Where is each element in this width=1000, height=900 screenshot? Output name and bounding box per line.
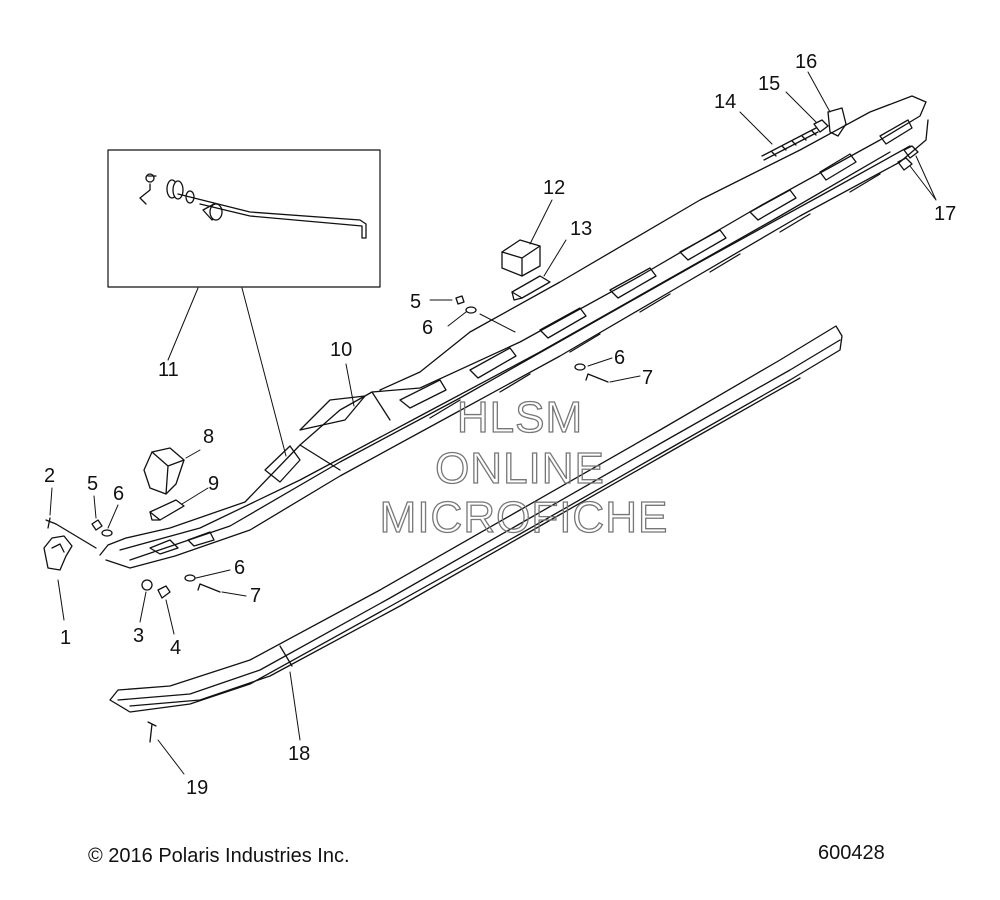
- part-19-screw: [147, 721, 157, 743]
- callout-9: 9: [208, 473, 219, 495]
- callout-4: 4: [170, 637, 181, 659]
- callout-19: 19: [186, 777, 208, 799]
- leader-lines: [49, 71, 937, 775]
- callout-5: 5: [410, 291, 421, 313]
- callout-14: 14: [714, 91, 736, 113]
- part-6-washer-a: [101, 529, 113, 537]
- callout-6: 6: [234, 557, 245, 579]
- watermark-line-1: HLSM: [457, 393, 583, 442]
- inset-detail-box: [107, 149, 381, 288]
- part-1-bumper: [43, 535, 73, 571]
- callout-10: 10: [330, 339, 352, 361]
- part-15-nut: [813, 119, 829, 133]
- callout-8: 8: [203, 426, 214, 448]
- callout-6: 6: [614, 347, 625, 369]
- callout-7: 7: [250, 585, 261, 607]
- part-6-washer-d: [574, 363, 586, 371]
- callout-15: 15: [758, 73, 780, 95]
- callout-5: 5: [87, 473, 98, 495]
- part-5-nut-rear: [455, 295, 465, 305]
- callout-3: 3: [133, 625, 144, 647]
- callout-13: 13: [570, 218, 592, 240]
- part-3-washer: [141, 579, 153, 591]
- part-7-bolt-front: [197, 583, 221, 593]
- part-2-bolt: [45, 517, 97, 549]
- part-6-washer-b: [184, 574, 196, 582]
- part-4-nut: [157, 585, 171, 599]
- copyright-notice: © 2016 Polaris Industries Inc.: [88, 845, 350, 867]
- callout-11: 11: [158, 359, 179, 381]
- part-17-hardware: [897, 145, 919, 171]
- part-16-bracket: [827, 107, 847, 137]
- callout-1: 1: [60, 627, 71, 649]
- part-8-block: [143, 447, 185, 495]
- slide-rail: [109, 325, 843, 713]
- watermark: HLSM ONLINE MICROFICHE: [379, 392, 669, 542]
- callout-17: 17: [934, 203, 956, 225]
- part-14-threaded-rod: [761, 127, 819, 161]
- watermark-line-2: ONLINE: [435, 444, 605, 493]
- callout-12: 12: [543, 177, 565, 199]
- callout-18: 18: [288, 743, 310, 765]
- part-5-nut-front: [91, 519, 103, 531]
- watermark-line-3: MICROFICHE: [380, 493, 669, 542]
- part-7-bolt-rear: [585, 373, 609, 383]
- callout-7: 7: [642, 367, 653, 389]
- callout-6: 6: [422, 317, 433, 339]
- callout-2: 2: [44, 465, 55, 487]
- part-9-slider: [149, 499, 185, 521]
- callout-labels: 1 2 3 4 5 5 6 6 6 6 7 7 8 9 10 11 12 13 …: [44, 51, 956, 799]
- figure-number: 600428: [818, 842, 885, 864]
- part-13-slider: [511, 275, 551, 301]
- part-12-block: [501, 239, 541, 277]
- frame-rail: [99, 95, 929, 569]
- callout-6: 6: [113, 483, 124, 505]
- callout-16: 16: [795, 51, 817, 73]
- part-6-washer-c: [465, 306, 477, 314]
